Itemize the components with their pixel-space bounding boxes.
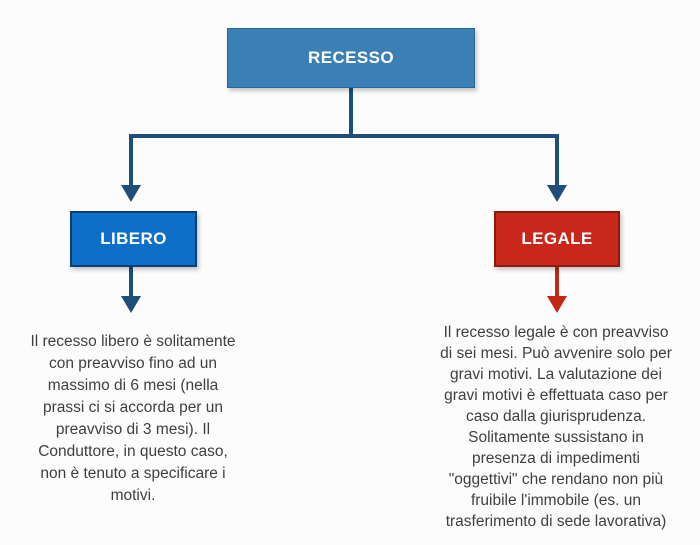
- description-line: massimo di 6 mesi (nella: [47, 377, 219, 394]
- description-line: preavviso di 3 mesi). Il: [55, 421, 211, 438]
- description-line: Il recesso libero è solitamente: [30, 333, 236, 350]
- description-line: Solitamente sussistano in: [468, 429, 644, 446]
- description-line: Il recesso legale è con preavviso: [443, 324, 669, 341]
- node-libero-label: LIBERO: [100, 229, 167, 248]
- description-line: gravi motivi è effettuata caso per: [444, 387, 668, 404]
- libero-description-arrowhead-icon: [121, 296, 141, 313]
- description-line: trasferimento di sede lavorativa): [445, 513, 667, 530]
- description-line: non è tenuto a specificare i: [40, 465, 226, 482]
- description-line: caso dalla giurisprudenza.: [465, 408, 647, 425]
- description-line: "oggettivi" che rendano non più: [448, 471, 664, 488]
- description-line: di sei mesi. Può avvenire solo per: [440, 345, 672, 362]
- description-line: gravi motivi. La valutazione dei: [450, 366, 662, 383]
- description-line: con preavviso fino ad un: [48, 355, 218, 372]
- node-legale: LEGALE: [494, 211, 620, 267]
- node-legale-label: LEGALE: [521, 229, 593, 248]
- description-legale: Il recesso legale è con preavviso di sei …: [419, 322, 693, 532]
- description-line: fruibile l'immobile (es. un: [470, 492, 642, 509]
- description-libero: Il recesso libero è solitamente con preav…: [8, 331, 258, 507]
- description-line: motivi.: [110, 487, 156, 504]
- branch-bracket-line: [129, 134, 559, 188]
- description-line: Conduttore, in questo caso,: [38, 443, 228, 460]
- description-line: prassi ci si accorda per un: [42, 399, 224, 416]
- node-recesso-label: RECESSO: [308, 48, 394, 67]
- description-line: presenza di impedimenti: [471, 450, 640, 467]
- legale-description-arrowhead-icon: [547, 296, 567, 313]
- node-libero: LIBERO: [70, 211, 197, 267]
- arrowhead-to-libero-icon: [121, 185, 141, 202]
- node-recesso: RECESSO: [227, 28, 475, 88]
- arrowhead-to-legale-icon: [547, 185, 567, 202]
